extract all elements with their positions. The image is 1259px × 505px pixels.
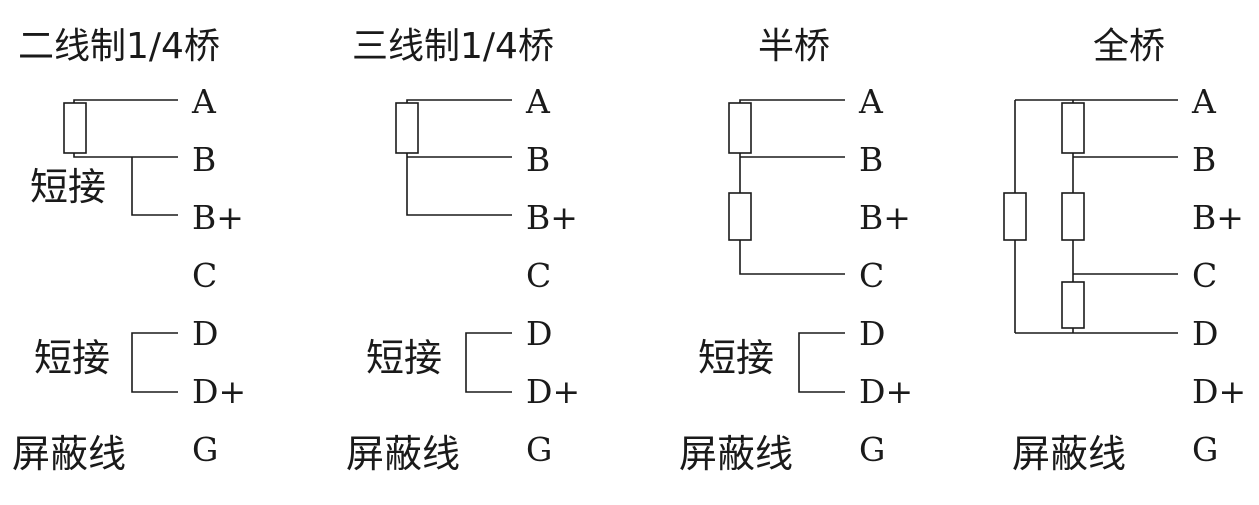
short-label: 短接 [30,165,106,209]
terminal-b: B [1192,140,1216,179]
wiring [728,99,845,393]
strain-gauge-resistor [1061,102,1085,154]
wiring [63,99,178,393]
terminal-b-plus: B+ [859,198,911,237]
strain-gauge-resistor [1003,192,1027,241]
terminal-g: G [192,430,218,469]
terminal-b: B [859,140,883,179]
terminal-g: G [1192,430,1218,469]
wiring [1003,99,1178,334]
terminal-g: G [859,430,885,469]
terminal-d-plus: D+ [1192,372,1246,411]
terminal-g: G [526,430,552,469]
terminal-b: B [526,140,550,179]
terminal-b-plus: B+ [192,198,244,237]
terminal-a: A [525,82,551,121]
terminal-c: C [1192,256,1217,295]
terminal-c: C [192,256,217,295]
wiring [395,99,512,393]
strain-gauge-resistor [63,102,87,154]
strain-gauge-resistor [395,102,419,154]
terminal-d-plus: D+ [526,372,580,411]
terminal-d: D [1192,314,1218,353]
terminal-a: A [191,82,217,121]
terminal-b-plus: B+ [526,198,578,237]
panel-title: 二线制1/4桥 [18,26,220,67]
strain-gauge-resistor [728,192,752,241]
terminal-a: A [858,82,884,121]
terminal-d-plus: D+ [859,372,913,411]
panel-full-bridge: 全桥 A B B+ C D D+ G 屏蔽线 [1003,26,1246,476]
terminal-d: D [526,314,552,353]
terminal-d: D [859,314,885,353]
panel-half-bridge: 半桥 A B B+ C D D+ G 短接 屏蔽线 [679,26,913,476]
panel-title: 全桥 [1093,26,1165,67]
short-label: 短接 [366,336,442,380]
terminal-a: A [1191,82,1217,121]
terminal-d: D [192,314,218,353]
terminal-b: B [192,140,216,179]
short-label: 短接 [34,336,110,380]
terminal-c: C [859,256,884,295]
panel-title: 三线制1/4桥 [352,26,554,67]
terminal-d-plus: D+ [192,372,246,411]
panel-two-wire-quarter-bridge: 二线制1/4桥 A B B+ C D D+ G 短接 短接 屏蔽线 [12,26,246,476]
terminal-c: C [526,256,551,295]
terminal-b-plus: B+ [1192,198,1244,237]
strain-gauge-resistor [1061,192,1085,241]
strain-gauge-resistor [1061,281,1085,329]
shield-label: 屏蔽线 [1012,432,1126,476]
panel-three-wire-quarter-bridge: 三线制1/4桥 A B B+ C D D+ G 短接 屏蔽线 [346,26,580,476]
shield-label: 屏蔽线 [679,432,793,476]
strain-gauge-resistor [728,102,752,154]
short-label: 短接 [698,336,774,380]
panel-title: 半桥 [758,26,830,67]
shield-label: 屏蔽线 [346,432,460,476]
shield-label: 屏蔽线 [12,432,126,476]
